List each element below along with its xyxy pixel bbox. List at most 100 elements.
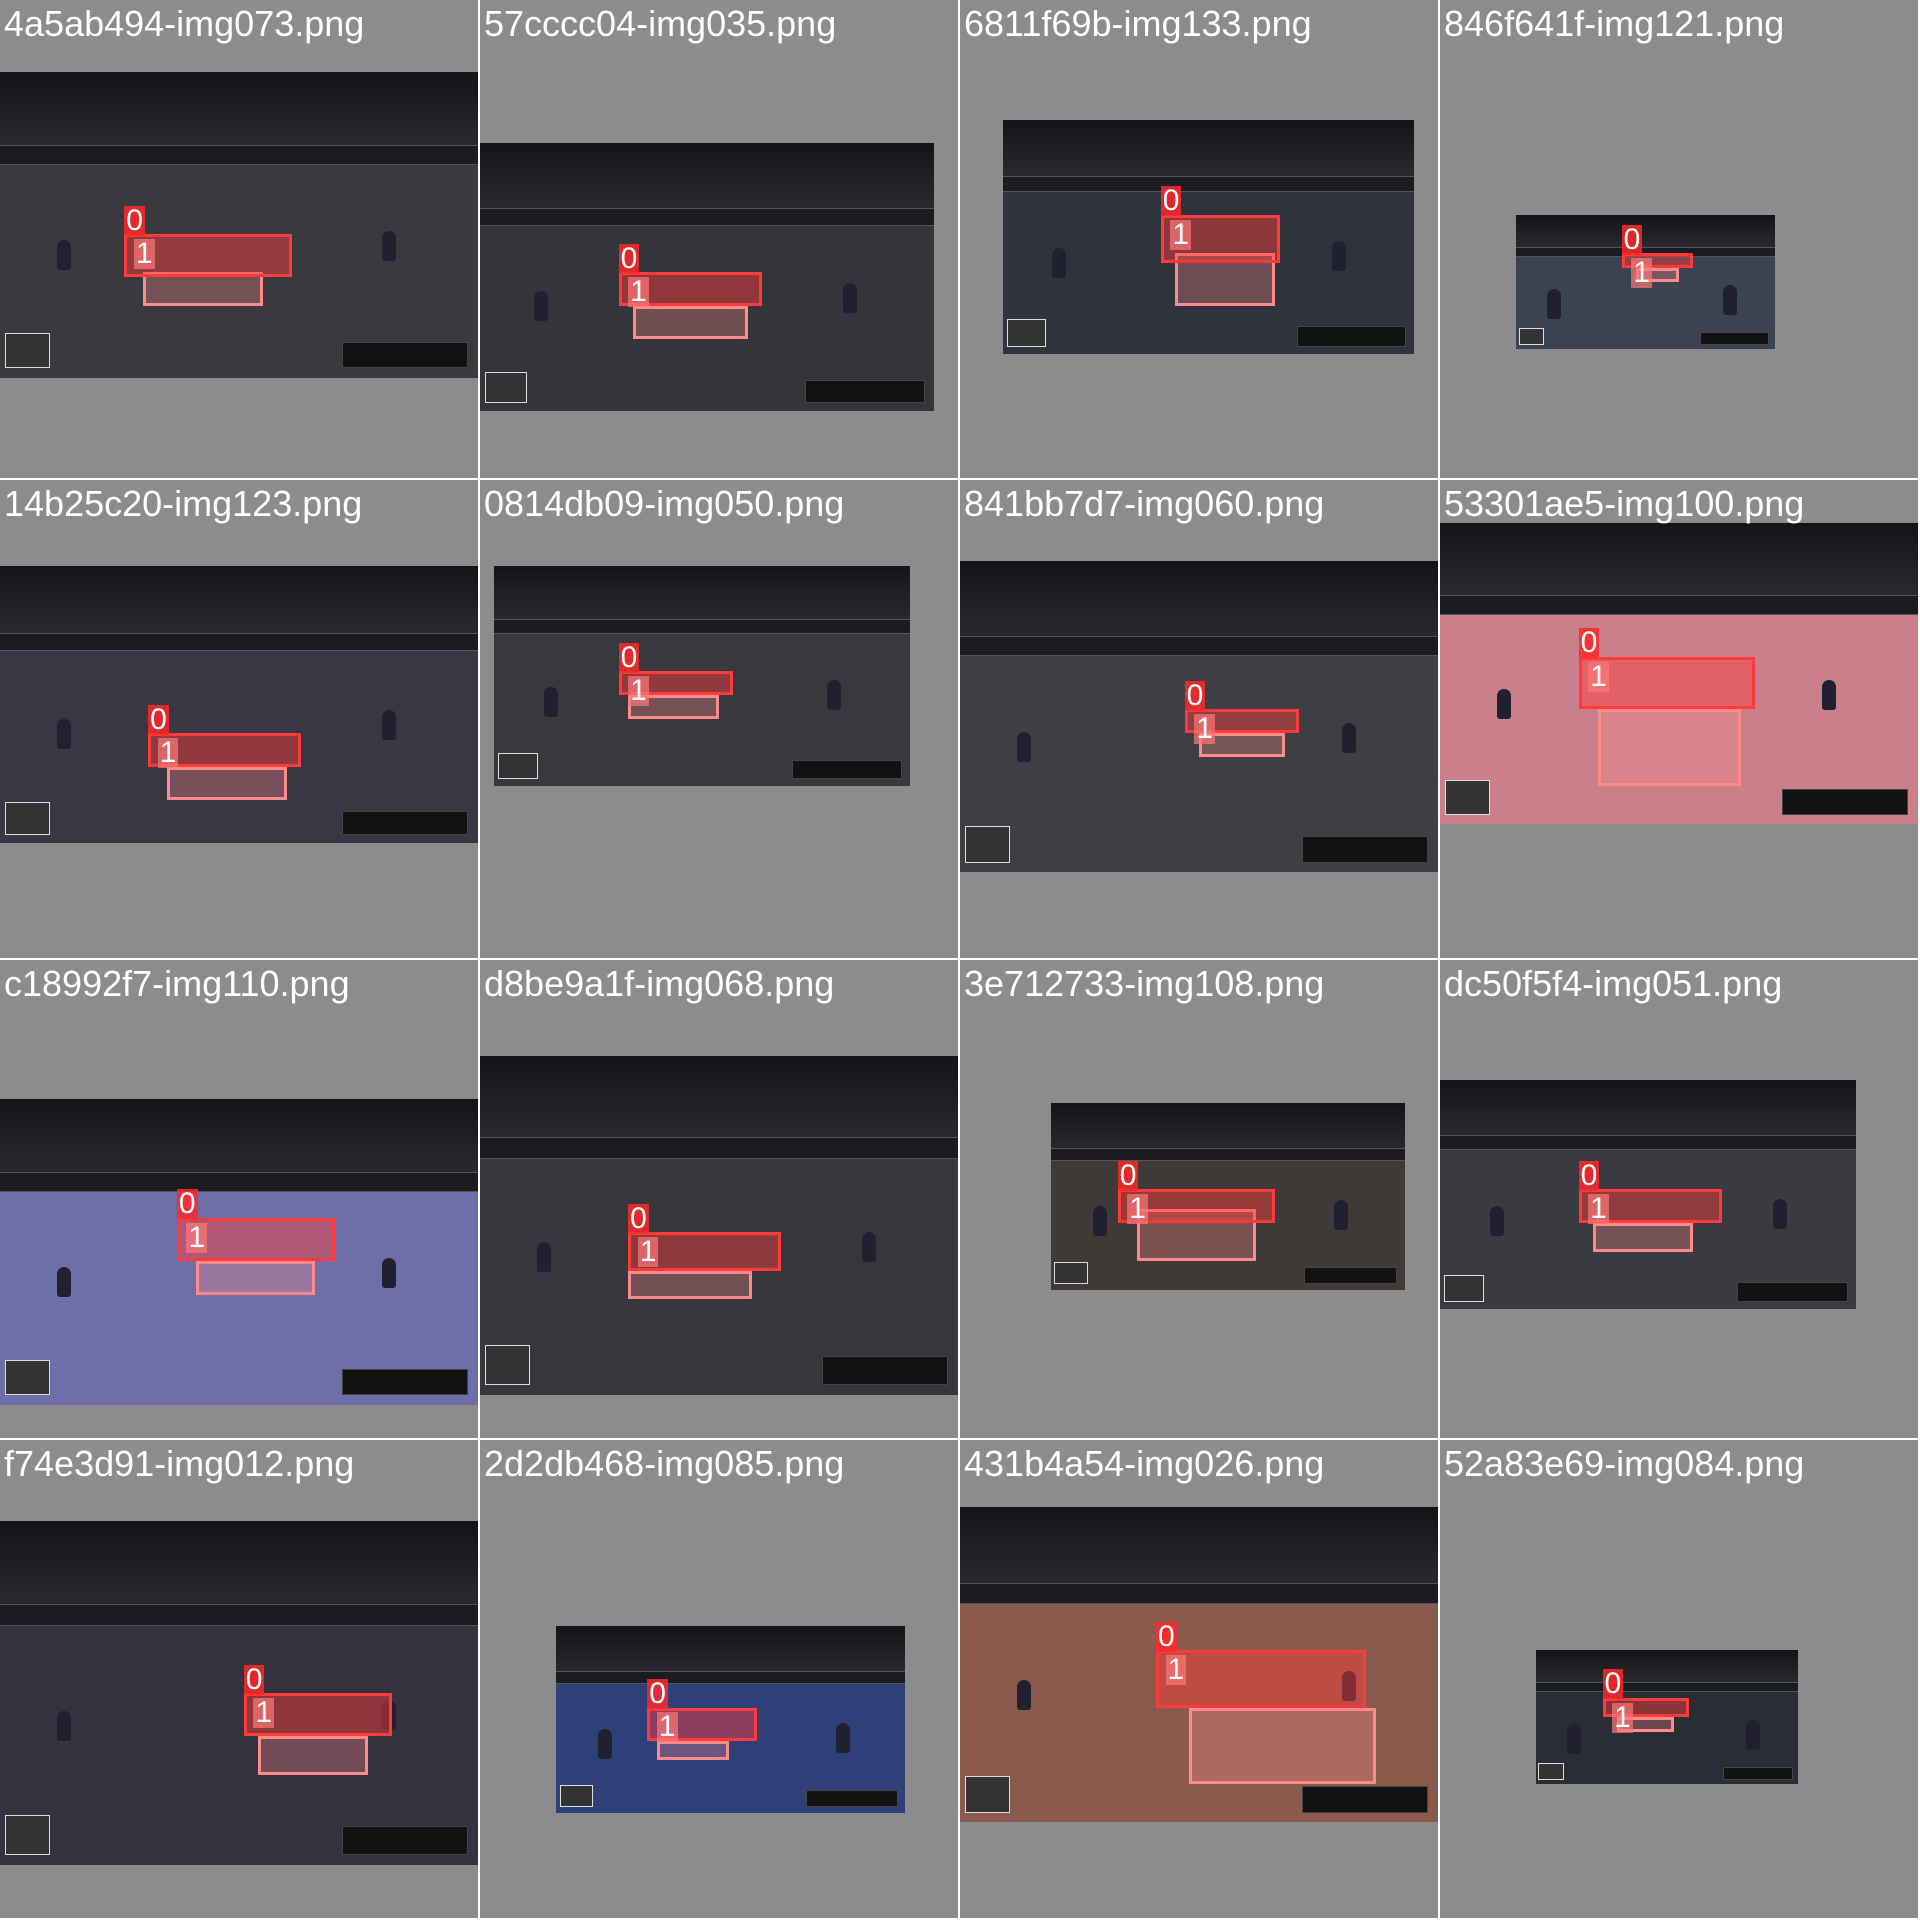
player-figure [1331, 241, 1346, 272]
class-label-base: 1 [628, 275, 649, 309]
scoreboard [1700, 332, 1770, 345]
detection-box-base [1136, 1208, 1257, 1262]
scoreboard [1782, 789, 1909, 816]
detection-box-base [1597, 709, 1742, 786]
player-figure [1722, 284, 1737, 315]
court-floor [480, 212, 935, 412]
tile-filename: f74e3d91-img012.png [4, 1443, 355, 1484]
detection-box-table [1155, 1650, 1367, 1708]
minimap-inset [4, 1815, 50, 1856]
arena-stands [1003, 119, 1415, 181]
player-figure [1489, 1205, 1504, 1236]
ad-banner [1535, 1682, 1799, 1693]
ad-banner [1516, 247, 1775, 258]
court-floor [1440, 601, 1918, 825]
arena-stands [960, 1506, 1438, 1589]
minimap-inset [4, 332, 50, 369]
scoreboard [791, 759, 902, 780]
video-frame [480, 143, 935, 412]
player-figure [57, 1266, 72, 1297]
player-figure [843, 282, 858, 313]
player-figure [1342, 722, 1357, 753]
scoreboard [342, 810, 469, 835]
detection-box-base [1592, 1222, 1694, 1252]
player-figure [544, 686, 559, 717]
tile-filename: 53301ae5-img100.png [1444, 483, 1805, 524]
ad-banner [480, 207, 935, 226]
class-label-base: 1 [1194, 712, 1215, 746]
arena-stands [1440, 1079, 1856, 1140]
scoreboard [822, 1355, 949, 1385]
tile-filename: 846f641f-img121.png [1444, 3, 1785, 44]
minimap-inset [1444, 1274, 1484, 1303]
scoreboard [342, 1825, 469, 1856]
minimap-inset [964, 826, 1010, 863]
minimap-inset [1054, 1261, 1089, 1285]
video-frame [480, 1055, 958, 1395]
class-label-table: 0 [243, 1662, 265, 1696]
class-label-table: 0 [1155, 1619, 1177, 1653]
detection-box-base [628, 695, 719, 719]
tile-filename: 14b25c20-img123.png [4, 483, 363, 524]
player-figure [835, 1723, 850, 1754]
video-frame [494, 566, 911, 786]
ad-banner [1050, 1148, 1405, 1162]
class-label-base: 1 [253, 1696, 275, 1730]
class-label-table: 0 [1184, 678, 1206, 712]
ad-banner [1440, 595, 1918, 616]
video-frame [1440, 1079, 1856, 1309]
scoreboard [342, 1368, 469, 1396]
detection-box-base [143, 272, 263, 306]
court-floor [0, 151, 478, 378]
arena-stands [960, 561, 1438, 643]
arena-stands [494, 566, 911, 624]
scoreboard [1302, 1785, 1429, 1813]
class-label-base: 1 [656, 1710, 678, 1744]
arena-stands [480, 1055, 958, 1144]
class-label-table: 0 [618, 241, 640, 275]
class-label-table: 0 [1160, 184, 1182, 218]
class-label-table: 0 [124, 203, 145, 237]
tile-filename: d8be9a1f-img068.png [484, 963, 835, 1004]
scoreboard [1722, 1767, 1794, 1781]
ad-banner [960, 1582, 1438, 1604]
video-frame [1003, 119, 1415, 354]
tile-filename: 4a5ab494-img073.png [4, 3, 365, 44]
ad-banner [480, 1137, 958, 1160]
arena-stands [556, 1626, 906, 1675]
arena-stands [1440, 523, 1918, 602]
ad-banner [960, 635, 1438, 657]
minimap-inset [1444, 780, 1490, 816]
class-label-base: 1 [1165, 1653, 1187, 1687]
arena-stands [1516, 215, 1775, 250]
scoreboard [1297, 325, 1406, 347]
scoreboard [805, 1790, 899, 1808]
class-label-base: 1 [1127, 1192, 1148, 1226]
arena-stands [1050, 1103, 1405, 1152]
video-frame [0, 1098, 478, 1405]
tile-filename: c18992f7-img110.png [4, 963, 350, 1004]
tile-filename: 6811f69b-img133.png [964, 3, 1312, 44]
arena-stands [0, 1098, 478, 1179]
class-label-table: 0 [1621, 222, 1643, 256]
minimap-inset [484, 1345, 530, 1385]
player-figure [1497, 688, 1512, 719]
player-figure [1342, 1670, 1357, 1701]
class-label-table: 0 [628, 1201, 649, 1235]
